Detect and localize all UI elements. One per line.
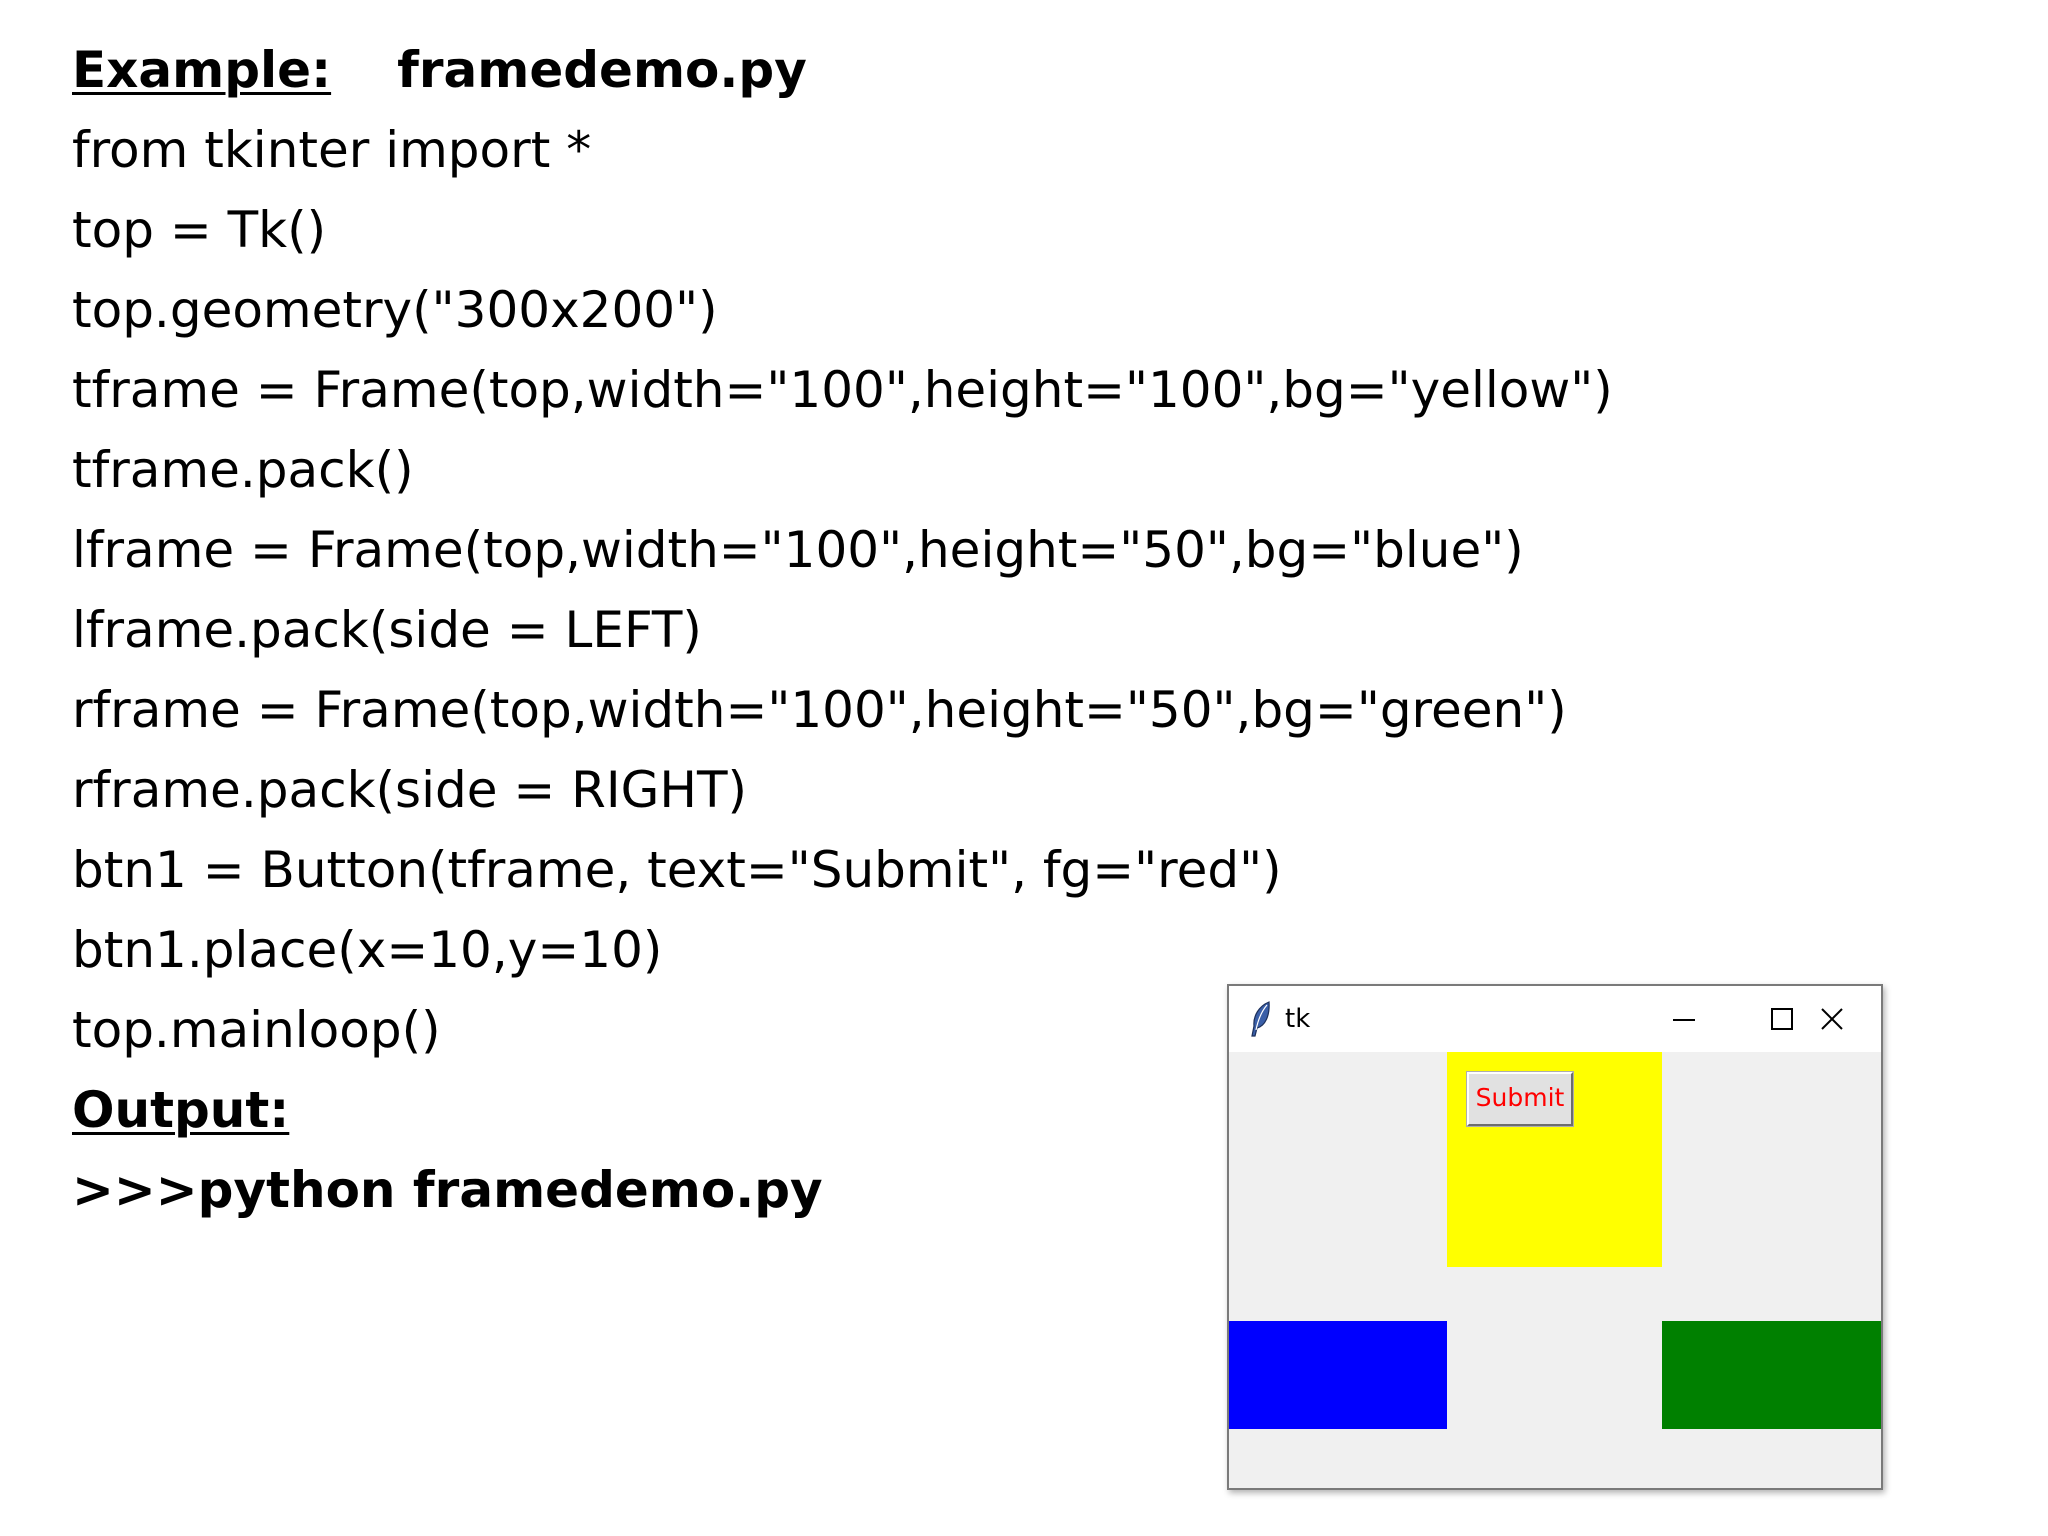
- output-label: Output:: [72, 1081, 290, 1139]
- code-line: lframe.pack(side = LEFT): [72, 601, 702, 659]
- maximize-icon: [1771, 1008, 1793, 1030]
- code-line: tframe = Frame(top,width="100",height="1…: [72, 361, 1613, 419]
- run-command: >>>python framedemo.py: [72, 1161, 823, 1219]
- window-title: tk: [1285, 1004, 1311, 1034]
- minimize-icon: [1673, 1019, 1695, 1021]
- tk-feather-icon: [1249, 1000, 1273, 1038]
- top-frame-yellow: Submit: [1447, 1052, 1662, 1267]
- maximize-button[interactable]: [1733, 986, 1831, 1052]
- tk-window: tk Submit: [1227, 984, 1883, 1490]
- code-line: lframe = Frame(top,width="100",height="5…: [72, 521, 1524, 579]
- example-heading: Example: framedemo.py: [72, 30, 1572, 110]
- code-line: btn1 = Button(tframe, text="Submit", fg=…: [72, 841, 1282, 899]
- code-line: top.geometry("300x200"): [72, 281, 718, 339]
- submit-button[interactable]: Submit: [1466, 1071, 1574, 1127]
- code-line: rframe.pack(side = RIGHT): [72, 761, 748, 819]
- code-line: top.mainloop(): [72, 1001, 441, 1059]
- code-line: top = Tk(): [72, 201, 327, 259]
- right-frame-green: [1662, 1321, 1881, 1429]
- close-button[interactable]: [1783, 986, 1881, 1052]
- slide-text: Example: framedemo.py from tkinter import…: [72, 30, 1613, 1230]
- code-line: rframe = Frame(top,width="100",height="5…: [72, 681, 1567, 739]
- left-frame-blue: [1229, 1321, 1447, 1429]
- code-line: from tkinter import *: [72, 121, 592, 179]
- window-client-area: Submit: [1229, 1052, 1881, 1488]
- close-icon: [1821, 1008, 1843, 1030]
- example-filename: framedemo.py: [397, 41, 807, 99]
- minimize-button[interactable]: [1635, 986, 1733, 1052]
- window-titlebar[interactable]: tk: [1229, 986, 1881, 1052]
- code-line: tframe.pack(): [72, 441, 414, 499]
- output-heading: Output:: [72, 1070, 1572, 1150]
- code-line: btn1.place(x=10,y=10): [72, 921, 663, 979]
- example-label: Example:: [72, 41, 332, 99]
